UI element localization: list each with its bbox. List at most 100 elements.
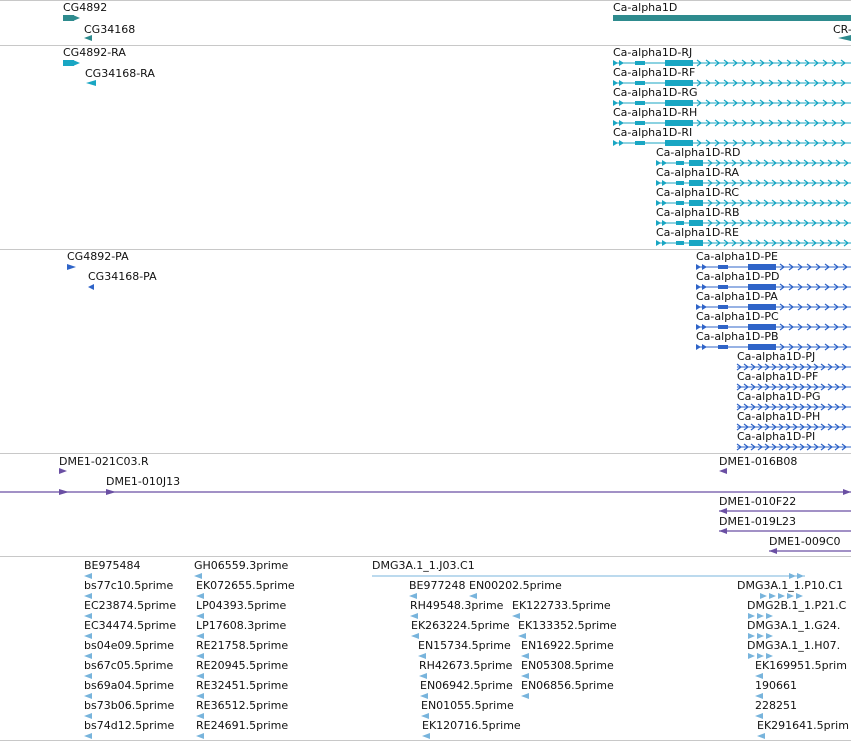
est-feature-label[interactable]: LP17608.3prime <box>196 619 287 632</box>
est-feature-label[interactable]: EN05308.5prime <box>521 659 614 672</box>
est-feature-label[interactable]: EN00202.5prime <box>469 579 562 592</box>
est-feature-label[interactable]: EN16922.5prime <box>521 639 614 652</box>
transcript-feature-label[interactable]: Ca-alpha1D-RD <box>656 146 741 159</box>
est-feature-label[interactable]: BE975484 <box>84 559 141 572</box>
protein-feature-label[interactable]: Ca-alpha1D-PC <box>696 310 779 323</box>
est-feature-label[interactable]: EK169951.5prim <box>755 659 847 672</box>
gene-feature-label[interactable]: CG34168 <box>84 23 136 36</box>
est-feature-label[interactable]: bs69a04.5prime <box>84 679 174 692</box>
est-feature-label[interactable]: EN15734.5prime <box>418 639 511 652</box>
transcript-feature-label[interactable]: Ca-alpha1D-RC <box>656 186 740 199</box>
protein-feature-chevron <box>779 343 785 351</box>
transcript-feature-label[interactable]: Ca-alpha1D-RI <box>613 126 693 139</box>
transcript-feature-chevron <box>771 199 777 207</box>
protein-feature-label[interactable]: CG4892-PA <box>67 250 129 263</box>
est-feature-label[interactable]: EN06856.5prime <box>521 679 614 692</box>
clone-feature-label[interactable]: DME1-010J13 <box>106 475 181 488</box>
protein-feature-label[interactable]: Ca-alpha1D-PA <box>696 290 778 303</box>
clone-feature-head-1 <box>106 489 116 495</box>
est-feature-label[interactable]: RE21758.5prime <box>196 639 289 652</box>
transcript-feature-chevron <box>731 199 737 207</box>
transcript-feature-label[interactable]: Ca-alpha1D-RA <box>656 166 740 179</box>
transcript-feature-chevron <box>804 79 810 87</box>
protein-feature-chevron <box>842 343 848 351</box>
est-feature-label[interactable]: DMG3A.1_1.G24. <box>747 619 841 632</box>
transcript-feature-chevron <box>705 139 711 147</box>
est-feature-label[interactable]: EK291641.5prim <box>757 719 849 732</box>
clone-feature-label[interactable]: DME1-019L23 <box>719 515 796 528</box>
protein-feature-chevron <box>806 443 812 451</box>
protein-feature-label[interactable]: Ca-alpha1D-PD <box>696 270 780 283</box>
est-feature-label[interactable]: RE24691.5prime <box>196 719 289 732</box>
est-feature-label[interactable]: DMG2B.1_1.P21.C <box>747 599 847 612</box>
est-feature <box>84 573 92 579</box>
transcript-feature-label[interactable]: Ca-alpha1D-RF <box>613 66 696 79</box>
est-feature-label[interactable]: RE32451.5prime <box>196 679 289 692</box>
est-feature-label[interactable]: bs04e09.5prime <box>84 639 175 652</box>
est-feature-head <box>757 613 764 619</box>
est-feature-label[interactable]: 228251 <box>755 699 797 712</box>
protein-feature-chevron <box>750 403 756 411</box>
est-feature-label[interactable]: BE977248 <box>409 579 466 592</box>
transcript-feature-label[interactable]: Ca-alpha1D-RE <box>656 226 739 239</box>
est-feature <box>84 673 92 679</box>
clone-feature-label[interactable]: DME1-010F22 <box>719 495 797 508</box>
est-feature-label[interactable]: bs77c10.5prime <box>84 579 174 592</box>
est-feature-label[interactable]: bs74d12.5prime <box>84 719 175 732</box>
protein-feature-label[interactable]: Ca-alpha1D-PJ <box>737 350 816 363</box>
transcript-feature-label[interactable]: Ca-alpha1D-RJ <box>613 46 693 59</box>
est-feature-label[interactable]: EK122733.5prime <box>512 599 611 612</box>
est-feature-label[interactable]: bs73b06.5prime <box>84 699 175 712</box>
est-feature-label[interactable]: EC23874.5prime <box>84 599 177 612</box>
est-feature-label[interactable]: GH06559.3prime <box>194 559 289 572</box>
est-feature-label[interactable]: 190661 <box>755 679 797 692</box>
transcript-feature-chevron <box>741 119 747 127</box>
transcript-feature-exon <box>676 241 684 245</box>
est-feature-label[interactable]: RE20945.5prime <box>196 659 289 672</box>
protein-feature-chevron <box>743 363 749 371</box>
transcript-feature-chevron <box>771 239 777 247</box>
protein-feature-label[interactable]: Ca-alpha1D-PB <box>696 330 779 343</box>
protein-feature-label[interactable]: Ca-alpha1D-PI <box>737 430 816 443</box>
est-feature-label[interactable]: LP04393.5prime <box>196 599 287 612</box>
est-feature-label[interactable]: EC34474.5prime <box>84 619 177 632</box>
est-feature-label[interactable]: RH42673.5prime <box>419 659 513 672</box>
transcript-feature-label[interactable]: CG34168-RA <box>85 67 155 80</box>
transcript-feature-chevron <box>747 239 753 247</box>
transcript-feature-chevron <box>763 179 769 187</box>
protein-feature-chevron <box>820 443 826 451</box>
transcript-feature-label[interactable]: Ca-alpha1D-RH <box>613 106 698 119</box>
transcript-feature-exon <box>689 220 703 226</box>
est-feature-label[interactable]: RH49548.3prime <box>410 599 504 612</box>
gene-feature-label[interactable]: CG4892 <box>63 1 108 14</box>
transcript-feature-chevron <box>750 79 756 87</box>
protein-feature-label[interactable]: Ca-alpha1D-PE <box>696 250 778 263</box>
est-feature-label[interactable]: bs67c05.5prime <box>84 659 174 672</box>
est-feature-label[interactable]: EK120716.5prime <box>422 719 521 732</box>
clone-feature-label[interactable]: DME1-021C03.R <box>59 455 149 468</box>
est-feature-label[interactable]: DMG3A.1_1.J03.C1 <box>372 559 475 572</box>
transcript-feature-chevron <box>739 239 745 247</box>
gene-feature-label[interactable]: CR- <box>833 23 851 36</box>
est-feature-label[interactable]: EN06942.5prime <box>420 679 513 692</box>
est-feature-label[interactable]: EK133352.5prime <box>518 619 617 632</box>
clone-feature-label[interactable]: DME1-009C0 <box>769 535 841 548</box>
transcript-feature-label[interactable]: Ca-alpha1D-RB <box>656 206 740 219</box>
est-feature-label[interactable]: EK263224.5prime <box>411 619 510 632</box>
gene-feature-label[interactable]: Ca-alpha1D <box>613 1 678 14</box>
est-feature-label[interactable]: EK072655.5prime <box>196 579 295 592</box>
transcript-feature-chevron <box>723 119 729 127</box>
transcript-feature-label[interactable]: Ca-alpha1D-RG <box>613 86 698 99</box>
protein-feature-chevron <box>797 343 803 351</box>
transcript-feature-label[interactable]: CG4892-RA <box>63 46 126 59</box>
protein-feature-label[interactable]: Ca-alpha1D-PH <box>737 410 821 423</box>
est-feature-label[interactable]: EN01055.5prime <box>421 699 514 712</box>
est-feature-label[interactable]: DMG3A.1_1.H07. <box>747 639 841 652</box>
clone-feature-label[interactable]: DME1-016B08 <box>719 455 798 468</box>
est-feature-label[interactable]: RE36512.5prime <box>196 699 289 712</box>
protein-feature-label[interactable]: CG34168-PA <box>88 270 157 283</box>
transcript-feature-exon <box>676 161 684 165</box>
est-feature-label[interactable]: DMG3A.1_1.P10.C1 <box>737 579 844 592</box>
protein-feature-label[interactable]: Ca-alpha1D-PF <box>737 370 819 383</box>
protein-feature-label[interactable]: Ca-alpha1D-PG <box>737 390 821 403</box>
